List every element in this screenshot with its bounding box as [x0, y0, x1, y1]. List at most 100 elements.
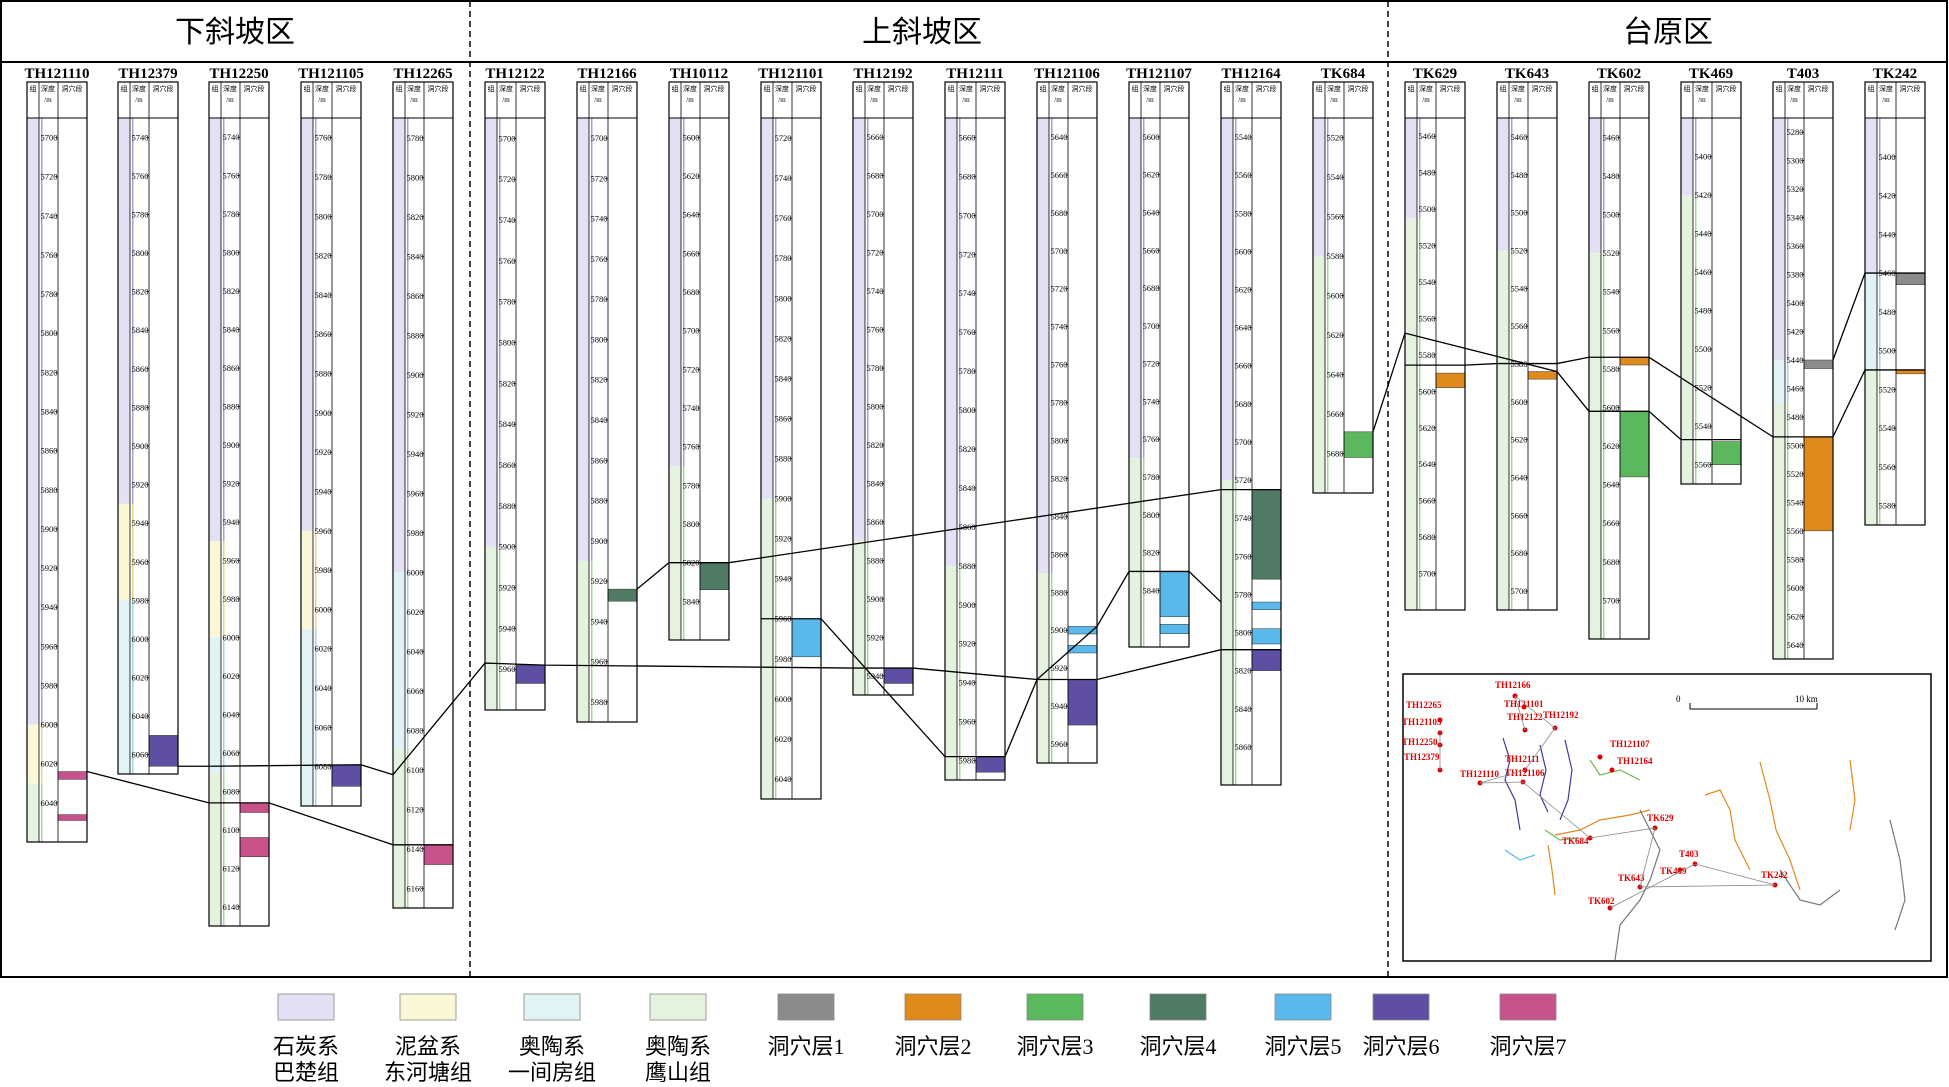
depth-tick-label: 6160	[407, 883, 424, 893]
formation-edge	[407, 118, 409, 573]
well-name: TH12122	[485, 66, 544, 82]
depth-tick-label: 5740	[867, 286, 884, 296]
depth-tick-label: 5480	[1695, 306, 1712, 316]
depth-tick-label: 5700	[959, 210, 976, 220]
legend-label: 石炭系	[273, 1034, 339, 1059]
header-cave: 洞穴段	[888, 84, 909, 93]
depth-tick-label: 5840	[775, 373, 792, 383]
column-outline	[944, 81, 1006, 781]
well-column-TH12164: TH12164组深度/m洞穴段5540556055805600562056405…	[1220, 66, 1282, 786]
depth-tick-label: 5860	[1051, 549, 1068, 559]
legend-item-9: 洞穴层5	[1264, 993, 1342, 1059]
well-column-TH12122: TH12122组深度/m洞穴段5700572057405760578058005…	[484, 66, 546, 711]
header-formation: 组	[856, 84, 863, 93]
depth-tick-label: 5640	[683, 210, 700, 220]
depth-tick-label: 5980	[315, 565, 332, 575]
formation-band	[945, 118, 957, 566]
header-formation: 组	[1868, 84, 1875, 93]
formation-edge	[315, 530, 317, 630]
map-well-label: TH121101	[1504, 699, 1544, 709]
column-outline	[576, 81, 638, 723]
depth-tick-label: 5460	[1511, 132, 1528, 142]
depth-tick-label: 5580	[1419, 350, 1436, 360]
map-well-label: TK629	[1647, 813, 1674, 823]
header-depth-unit: /m	[1054, 96, 1062, 104]
depth-tick-label: 5820	[41, 367, 58, 377]
depth-tick-label: 5960	[132, 557, 149, 567]
map-scale-start: 0	[1676, 694, 1681, 704]
legend-item-6: 洞穴层2	[894, 993, 972, 1059]
depth-tick-label: 5580	[1787, 554, 1804, 564]
map-stream	[1504, 849, 1536, 861]
depth-tick-label: 5820	[315, 251, 332, 261]
cave-segment-6	[975, 756, 1006, 773]
formation-band	[301, 530, 313, 630]
depth-tick-label: 6140	[223, 902, 240, 912]
depth-tick-label: 5700	[41, 133, 58, 143]
formation-band	[1313, 118, 1325, 257]
map-profile-line	[1522, 781, 1591, 839]
cave-segment-3	[1619, 411, 1650, 478]
header-depth: 深度	[1051, 84, 1065, 93]
column-outline	[1220, 81, 1282, 786]
depth-tick-label: 5720	[683, 364, 700, 374]
depth-tick-label: 5620	[1787, 611, 1804, 621]
formation-band	[27, 118, 39, 725]
header-cave: 洞穴段	[1532, 84, 1553, 93]
depth-tick-label: 5820	[1143, 548, 1160, 558]
map-well-label: TK643	[1618, 873, 1645, 883]
cave-segment-4	[699, 562, 730, 590]
depth-tick-label: 5720	[775, 133, 792, 143]
header-depth-unit: /m	[1606, 96, 1614, 104]
column-outline	[1680, 81, 1742, 485]
depth-tick-label: 5880	[407, 330, 424, 340]
depth-tick-label: 5780	[959, 366, 976, 376]
header-formation: 组	[1408, 84, 1415, 93]
cave-segment-6	[331, 764, 362, 787]
depth-tick-label: 5560	[1695, 460, 1712, 470]
depth-tick-label: 5680	[1235, 399, 1252, 409]
header-depth: 深度	[223, 84, 237, 93]
cave-segment-5	[791, 618, 822, 658]
formation-band	[209, 772, 221, 926]
depth-tick-label: 5900	[223, 440, 240, 450]
formation-band	[1129, 458, 1141, 647]
depth-tick-label: 5660	[1143, 245, 1160, 255]
legend-sublabel: 东河塘组	[384, 1060, 472, 1083]
well-name: TH121107	[1126, 66, 1192, 82]
column-outline	[1312, 81, 1374, 494]
formation-band	[1865, 369, 1877, 525]
legend-label: 洞穴层2	[894, 1034, 971, 1059]
depth-tick-label: 5960	[315, 526, 332, 536]
depth-tick-label: 5940	[223, 517, 240, 527]
header-depth-unit: /m	[870, 96, 878, 104]
map-stream	[1779, 869, 1841, 906]
depth-tick-label: 6040	[132, 711, 149, 721]
header-depth-unit: /m	[1790, 96, 1798, 104]
depth-tick-label: 5840	[959, 483, 976, 493]
depth-tick-label: 5800	[1235, 628, 1252, 638]
formation-band	[1681, 118, 1693, 196]
formation-edge	[1051, 118, 1053, 574]
legend-label: 洞穴层7	[1489, 1034, 1566, 1059]
formation-edge	[223, 541, 225, 638]
depth-tick-label: 5800	[1051, 436, 1068, 446]
depth-tick-label: 5980	[775, 654, 792, 664]
depth-tick-label: 5800	[959, 405, 976, 415]
header-depth: 深度	[775, 84, 789, 93]
well-name: TK643	[1505, 66, 1549, 82]
depth-tick-label: 5780	[223, 209, 240, 219]
depth-tick-label: 5720	[1143, 359, 1160, 369]
depth-tick-label: 5820	[591, 375, 608, 385]
depth-tick-label: 5700	[1603, 595, 1620, 605]
map-stream	[1889, 819, 1906, 931]
legend-swatch	[1026, 993, 1084, 1021]
correlation-line	[1405, 356, 1925, 438]
depth-tick-label: 5660	[683, 248, 700, 258]
depth-tick-label: 5780	[499, 297, 516, 307]
header-formation: 组	[580, 84, 587, 93]
depth-tick-label: 5380	[1787, 270, 1804, 280]
map-profile-line	[1639, 827, 1656, 888]
column-outline	[117, 81, 179, 775]
